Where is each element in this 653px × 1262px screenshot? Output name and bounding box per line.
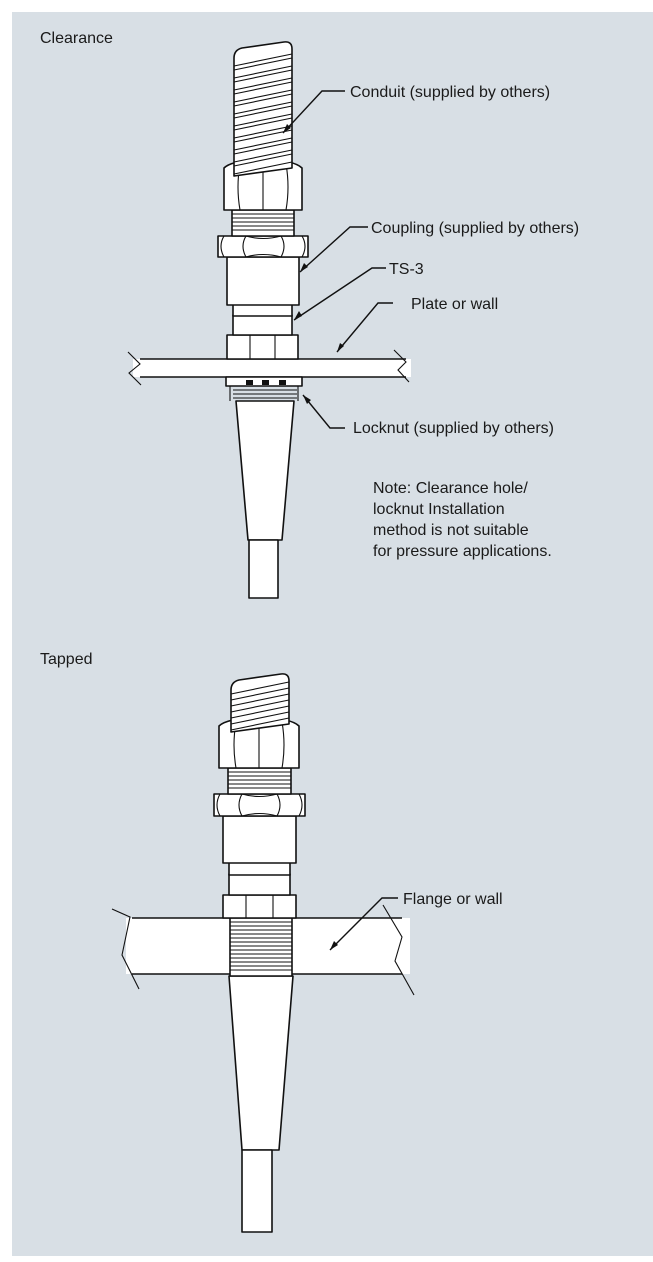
label-flange-or-wall: Flange or wall xyxy=(403,891,503,908)
tapped-probe-stem xyxy=(228,975,294,1233)
installation-note: Note: Clearance hole/ locknut Installati… xyxy=(373,480,552,560)
clearance-section: Clearance xyxy=(40,30,579,599)
locknut-leader xyxy=(302,394,345,429)
tapped-conduit xyxy=(230,673,290,733)
label-conduit: Conduit (supplied by others) xyxy=(350,84,550,101)
tapped-fitting-thread xyxy=(227,767,292,795)
note-line-1: Note: Clearance hole/ xyxy=(373,480,528,497)
diagram-panel xyxy=(12,12,653,1256)
conduit-leader-arrow xyxy=(283,124,291,133)
tapped-ts3-shoulder xyxy=(228,861,291,876)
locknut xyxy=(225,376,303,401)
locknut-leader-arrow xyxy=(303,395,311,404)
ts3-hex xyxy=(226,334,299,360)
coupling xyxy=(217,235,309,306)
plate-leader-arrow xyxy=(337,343,344,352)
tapped-coupling xyxy=(213,793,306,864)
plate-leader xyxy=(336,302,393,353)
conduit-fitting-thread xyxy=(231,209,295,237)
label-coupling: Coupling (supplied by others) xyxy=(371,220,579,237)
tapped-title: Tapped xyxy=(40,651,93,668)
flange-leader xyxy=(329,897,398,951)
note-line-4: for pressure applications. xyxy=(373,543,552,560)
clearance-title: Clearance xyxy=(40,30,113,47)
flange-leader-arrow xyxy=(330,941,338,950)
conduit xyxy=(233,41,293,177)
coupling-leader xyxy=(299,226,368,273)
label-locknut: Locknut (supplied by others) xyxy=(353,420,554,437)
ts3-probe-stem xyxy=(235,400,295,599)
label-plate-or-wall: Plate or wall xyxy=(411,296,498,313)
tapped-ts3-hex xyxy=(222,894,297,919)
ts3-leader xyxy=(293,267,386,321)
conduit-leader xyxy=(282,90,345,134)
label-ts3: TS-3 xyxy=(389,261,424,278)
note-line-2: locknut Installation xyxy=(373,501,505,518)
tapped-section: Tapped xyxy=(40,651,503,1233)
tapped-ts3-body xyxy=(228,873,291,896)
coupling-leader-arrow xyxy=(300,263,308,272)
tapped-thread xyxy=(229,917,293,977)
note-line-3: method is not suitable xyxy=(373,522,529,539)
ts3-body-lower xyxy=(232,314,293,336)
ts3-leader-arrow xyxy=(294,311,302,320)
